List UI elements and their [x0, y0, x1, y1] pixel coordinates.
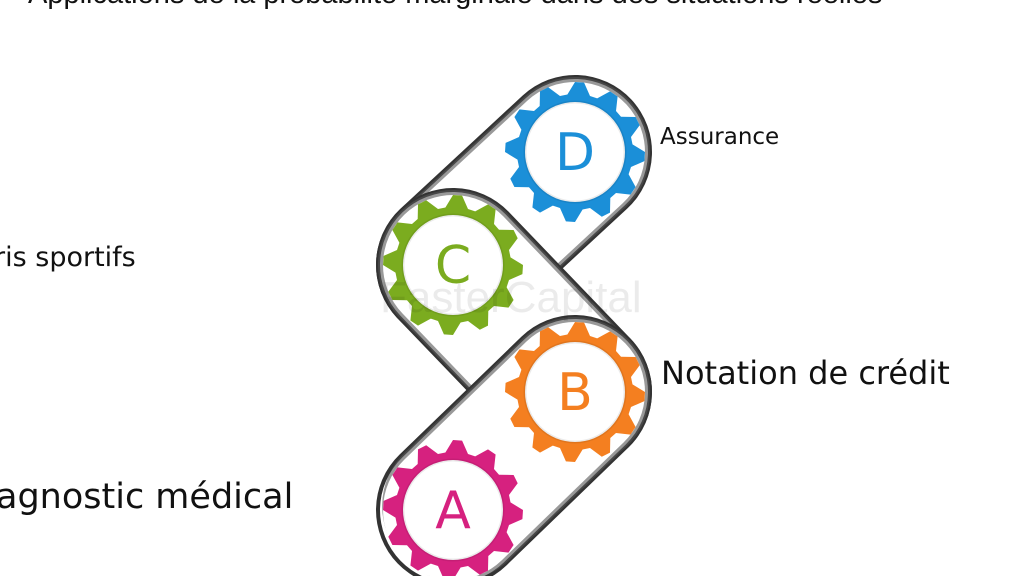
- gear-a: A: [383, 440, 523, 576]
- watermark: FasterCapital: [380, 273, 642, 322]
- label-notation-credit: Notation de crédit: [661, 354, 950, 392]
- gear-d: D: [505, 82, 645, 222]
- gear-letter: B: [557, 363, 593, 423]
- gear-letter: A: [435, 481, 471, 541]
- gear-letter: D: [555, 123, 595, 183]
- label-paris-sportifs: ris sportifs: [0, 242, 136, 273]
- gear-b: B: [505, 322, 645, 462]
- gear-letter: C: [435, 236, 471, 296]
- label-assurance: Assurance: [660, 124, 780, 150]
- gear-c: C: [383, 195, 523, 335]
- page-title: Applications de la probabilité marginale…: [28, 0, 882, 11]
- label-diagnostic-medical: agnostic médical: [0, 477, 294, 517]
